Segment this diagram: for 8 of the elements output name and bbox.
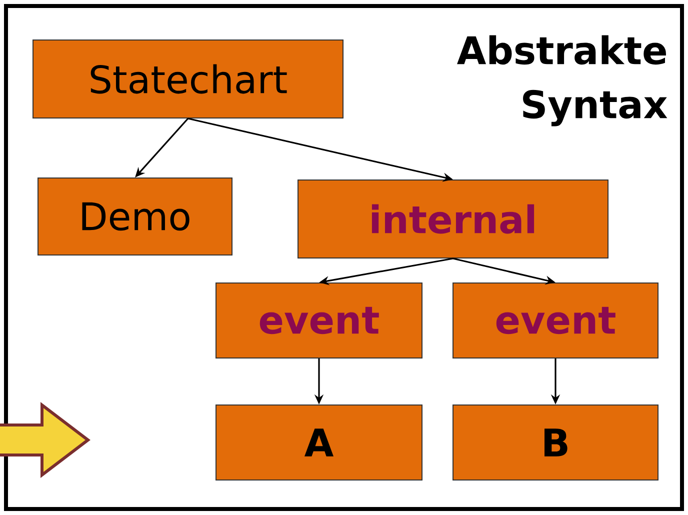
box: event: [452, 282, 658, 358]
box: Statechart: [32, 40, 344, 118]
box: A: [216, 404, 422, 480]
box: internal: [298, 180, 608, 258]
box: B: [452, 404, 658, 480]
box: event: [216, 282, 422, 358]
title: Abstrakte Syntax: [457, 35, 668, 126]
box: Demo: [38, 178, 232, 256]
